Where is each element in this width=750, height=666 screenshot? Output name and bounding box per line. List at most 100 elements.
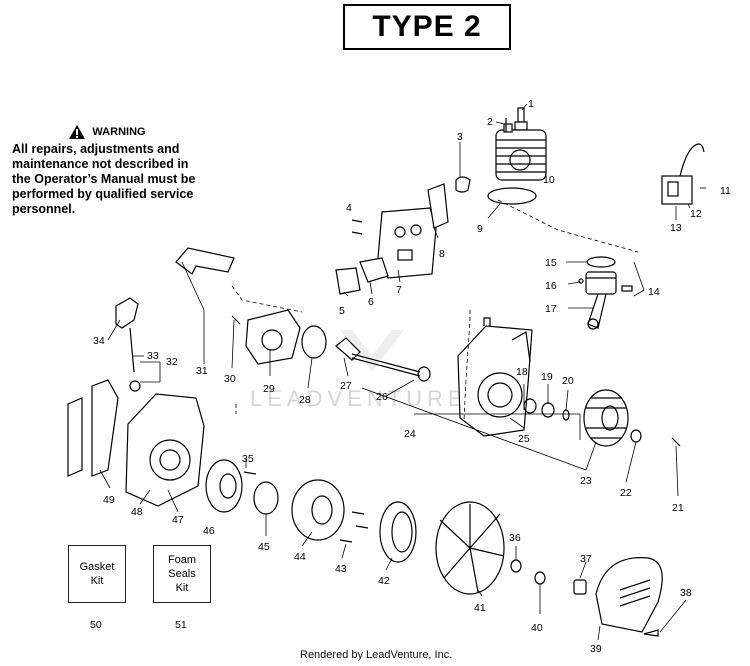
part-number-3: 3 bbox=[457, 131, 463, 143]
fan-housing-part bbox=[595, 557, 663, 633]
part-number-38: 38 bbox=[680, 587, 692, 599]
part-number-33: 33 bbox=[147, 350, 159, 362]
warning-icon bbox=[69, 125, 86, 139]
leader-lines bbox=[99, 103, 706, 641]
part-number-47: 47 bbox=[172, 514, 184, 526]
part-number-7: 7 bbox=[396, 284, 402, 296]
foam-seal-part-2 bbox=[91, 379, 119, 477]
part-number-21: 21 bbox=[672, 502, 684, 514]
washer-22 bbox=[630, 429, 642, 443]
part-number-42: 42 bbox=[378, 575, 390, 587]
key-21 bbox=[671, 437, 681, 447]
part-number-16: 16 bbox=[545, 280, 557, 292]
washer-36 bbox=[510, 559, 522, 573]
part-number-49: 49 bbox=[103, 494, 115, 506]
part-number-2: 2 bbox=[487, 116, 493, 128]
fan-cover-ring bbox=[379, 501, 417, 563]
retainer-20 bbox=[562, 409, 570, 421]
warning-body: All repairs, adjustments and maintenance… bbox=[12, 142, 196, 216]
part-number-31: 31 bbox=[196, 365, 208, 377]
gasket-kit-number: 50 bbox=[90, 619, 102, 631]
cylinder-part bbox=[495, 123, 547, 181]
type-title: TYPE 2 bbox=[343, 4, 511, 50]
part-number-1: 1 bbox=[528, 98, 534, 110]
part-number-5: 5 bbox=[339, 305, 345, 317]
part-number-43: 43 bbox=[335, 563, 347, 575]
part-number-39: 39 bbox=[590, 643, 602, 655]
part-number-13: 13 bbox=[670, 222, 682, 234]
filter-frame-part bbox=[175, 247, 235, 275]
part-number-6: 6 bbox=[368, 296, 374, 308]
part-number-32: 32 bbox=[166, 356, 178, 368]
spark-plug-part bbox=[514, 107, 528, 131]
part-number-44: 44 bbox=[294, 551, 306, 563]
seal-part bbox=[417, 366, 431, 382]
part-number-30: 30 bbox=[224, 373, 236, 385]
warning-notice: WARNING All repairs, adjustments and mai… bbox=[12, 124, 202, 217]
foam-seal-part bbox=[67, 397, 83, 477]
footer-credit: Rendered by LeadVenture, Inc. bbox=[300, 649, 453, 661]
pulley-part bbox=[205, 459, 243, 513]
part-number-45: 45 bbox=[258, 541, 270, 553]
part-number-23: 23 bbox=[580, 475, 592, 487]
part-number-9: 9 bbox=[477, 223, 483, 235]
part-number-27: 27 bbox=[340, 380, 352, 392]
ignition-module-part bbox=[661, 143, 705, 205]
part-number-25: 25 bbox=[518, 433, 530, 445]
muffler-plate bbox=[335, 267, 361, 295]
crankshaft-part bbox=[335, 337, 421, 377]
heat-shield-part bbox=[427, 183, 449, 229]
bushing-37 bbox=[573, 579, 587, 595]
warning-heading: WARNING bbox=[92, 125, 146, 138]
gasket-28 bbox=[301, 325, 327, 359]
part-number-40: 40 bbox=[531, 622, 543, 634]
piston-ring bbox=[586, 256, 616, 268]
part-number-28: 28 bbox=[299, 394, 311, 406]
part-number-22: 22 bbox=[620, 487, 632, 499]
part-number-15: 15 bbox=[545, 257, 557, 269]
watermark-logo bbox=[340, 330, 404, 372]
part-number-17: 17 bbox=[545, 303, 557, 315]
gasket-kit-box: Gasket Kit bbox=[68, 545, 126, 603]
part-number-35: 35 bbox=[242, 453, 254, 465]
muffler-gasket bbox=[359, 257, 389, 283]
muffler-part bbox=[377, 207, 437, 279]
crankcase-part bbox=[457, 317, 533, 437]
part-number-26: 26 bbox=[376, 391, 388, 403]
part-number-labels: 1 2 3 4 5 6 7 8 9 10 11 12 13 14 15 16 1… bbox=[93, 98, 731, 655]
bearing-19 bbox=[541, 402, 555, 418]
part-number-11: 11 bbox=[720, 185, 731, 197]
part-number-37: 37 bbox=[580, 553, 592, 565]
part-number-24: 24 bbox=[404, 428, 416, 440]
foam-seals-kit-box: Foam Seals Kit bbox=[153, 545, 211, 603]
starter-pawl-part bbox=[291, 479, 345, 541]
impeller-part bbox=[435, 501, 505, 595]
flywheel-part bbox=[583, 389, 629, 447]
washer-45 bbox=[253, 481, 279, 515]
piston-part bbox=[585, 271, 617, 330]
part-number-20: 20 bbox=[562, 375, 574, 387]
part-number-48: 48 bbox=[131, 506, 143, 518]
gasket-kit-label: Gasket Kit bbox=[79, 561, 115, 587]
part-number-12: 12 bbox=[690, 208, 702, 220]
part-number-46: 46 bbox=[203, 525, 215, 537]
nut-40 bbox=[534, 571, 546, 585]
part-number-34: 34 bbox=[93, 335, 105, 347]
starter-housing-part bbox=[125, 393, 205, 507]
part-number-10: 10 bbox=[543, 174, 555, 186]
foam-seals-kit-label: Foam Seals Kit bbox=[167, 554, 197, 594]
part-number-19: 19 bbox=[541, 371, 553, 383]
part-number-8: 8 bbox=[439, 248, 445, 260]
starter-handle-part bbox=[115, 297, 139, 373]
foam-seals-kit-number: 51 bbox=[175, 619, 187, 631]
grommet-32 bbox=[129, 380, 141, 392]
cylinder-gasket bbox=[487, 187, 537, 205]
part-number-4: 4 bbox=[346, 202, 352, 214]
part-number-41: 41 bbox=[474, 602, 486, 614]
part-number-14: 14 bbox=[648, 286, 660, 298]
part-number-36: 36 bbox=[509, 532, 521, 544]
boot-part bbox=[455, 176, 471, 193]
carburetor-adapter-part bbox=[245, 309, 301, 365]
part-number-29: 29 bbox=[263, 383, 275, 395]
